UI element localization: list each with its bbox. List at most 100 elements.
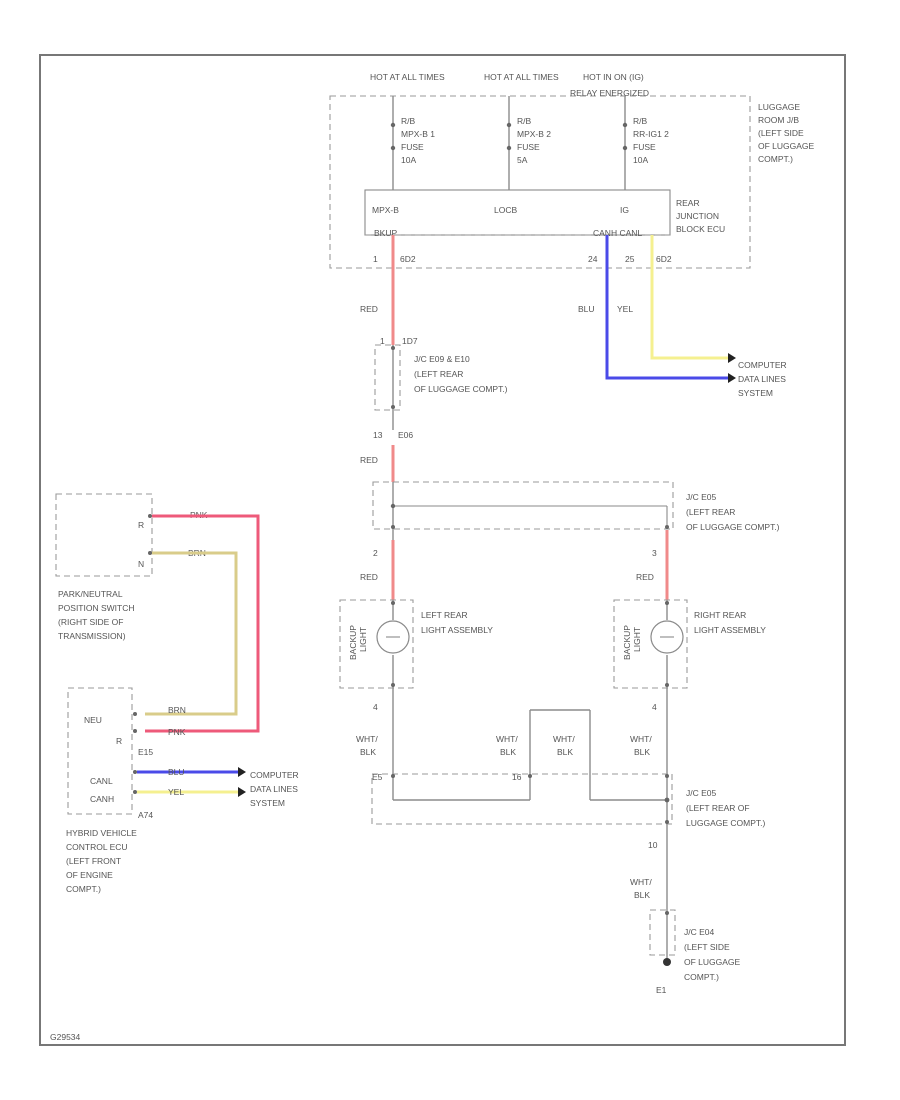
wire-blu-label: BLU: [578, 304, 595, 314]
blk-label-4: BLK: [634, 747, 650, 757]
computer-data-lines-2a: COMPUTER: [250, 770, 299, 780]
jc4-label-b: (LEFT SIDE: [684, 942, 730, 952]
right-light-pin-bottom: [665, 683, 669, 687]
jc-e04-box: [649, 909, 676, 956]
ecu-terminal-can: CANH CANL: [593, 228, 642, 238]
fuse1-label-a: R/B: [401, 116, 416, 126]
left-light-pin-bottom: [391, 683, 395, 687]
blk-label-5: BLK: [634, 890, 650, 900]
blk-label-1: BLK: [360, 747, 376, 757]
left-rear-light-assembly: BACKUP LIGHT LEFT REAR LIGHT ASSEMBLY: [339, 599, 493, 690]
ecu-terminal-locb: LOCB: [494, 205, 517, 215]
backup-feed-circuit: RED 1 1D7 J/C E09 & E10 (LEFT REAR OF LU…: [360, 235, 508, 482]
jc1-top-pin: [391, 346, 395, 350]
jc-e09-e10-box: [374, 344, 401, 411]
fuse3-label-d: 10A: [633, 155, 648, 165]
jc4-label-a: J/C E04: [684, 927, 715, 937]
jb-dashed-box: [329, 95, 751, 269]
jc2-label-a: J/C E05: [686, 492, 717, 502]
computer-data-lines-1c: SYSTEM: [738, 388, 773, 398]
ecu-terminal-ig: IG: [620, 205, 629, 215]
fuse2-label-a: R/B: [517, 116, 532, 126]
jc3-pin-right: [665, 774, 669, 778]
fuse2-label-c: FUSE: [517, 142, 540, 152]
left-bulb-label-2: LIGHT: [358, 627, 368, 652]
pin-16: 16: [512, 772, 522, 782]
pns-label-4: TRANSMISSION): [58, 631, 126, 641]
hv-label-2: CONTROL ECU: [66, 842, 128, 852]
jc3-label-a: J/C E05: [686, 788, 717, 798]
jc-e05-lower-box: [371, 773, 673, 825]
hot-label-3: HOT IN ON (IG): [583, 72, 644, 82]
hv-connector-e15: E15: [138, 747, 153, 757]
can-lines-upper: BLU YEL COMPUTER DATA LINES SYSTEM: [578, 235, 787, 398]
hv-label-1: HYBRID VEHICLE: [66, 828, 137, 838]
right-light-label-1: RIGHT REAR: [694, 610, 746, 620]
fuse3-label-b: RR-IG1 2: [633, 129, 669, 139]
hv-label-3: (LEFT FRONT: [66, 856, 121, 866]
right-bulb-label-2: LIGHT: [632, 627, 642, 652]
pns-pin-r: [148, 514, 152, 518]
wire-red-3-label: RED: [360, 572, 378, 582]
pin-label-24: 24: [588, 254, 598, 264]
hot-label-3b: RELAY ENERGIZED: [570, 88, 649, 98]
pin-2: 2: [373, 548, 378, 558]
pin-label-25: 25: [625, 254, 635, 264]
hv-pin-canl: [133, 770, 137, 774]
hv-ecu-box: [67, 687, 133, 815]
hv-terminal-canl: CANL: [90, 776, 113, 786]
wire-blu-upper: [605, 235, 728, 380]
ecu-terminal-bkup: BKUP: [374, 228, 397, 238]
hv-wire-blu-label: BLU: [168, 767, 185, 777]
jb-label-4: OF LUGGAGE: [758, 141, 815, 151]
fuse1-label-d: 10A: [401, 155, 416, 165]
wire-brn: [145, 551, 238, 716]
jc3-pin-mid: [528, 774, 532, 778]
ground-circuit: 4 4 WHT/ BLK WHT/ BLK WHT/ BLK WHT/ BLK …: [356, 690, 766, 995]
jc3-splice: [664, 797, 670, 803]
pin-4-left: 4: [373, 702, 378, 712]
hybrid-vehicle-control-ecu: NEU R E15 CANL CANH A74 BRN PNK BLU YEL …: [66, 687, 299, 894]
wire-yel-label: YEL: [617, 304, 633, 314]
wire-yel-upper: [650, 235, 728, 360]
jc2-pin-right: [665, 525, 669, 529]
figure-id: G29534: [50, 1032, 81, 1042]
jc1-bottom-pin: [391, 405, 395, 409]
right-light-pin-top: [665, 601, 669, 605]
jc3-pin-left: [391, 774, 395, 778]
pns-label-1: PARK/NEUTRAL: [58, 589, 123, 599]
hv-pin-neu: [133, 712, 137, 716]
pns-label-3: (RIGHT SIDE OF: [58, 617, 124, 627]
hv-pin-r: [133, 729, 137, 733]
jc-e05-upper-box: [372, 481, 674, 530]
computer-data-lines-2b: DATA LINES: [250, 784, 298, 794]
pin-e5: E5: [372, 772, 383, 782]
hv-label-5: COMPT.): [66, 884, 101, 894]
computer-data-lines-1a: COMPUTER: [738, 360, 787, 370]
pns-pin-r-label: R: [138, 520, 144, 530]
ecu-terminal-mpxb: MPX-B: [372, 205, 399, 215]
pns-box: [55, 493, 153, 577]
fuse3-label-c: FUSE: [633, 142, 656, 152]
arrow-right-icon-blu: [728, 373, 736, 383]
blk-label-3: BLK: [557, 747, 573, 757]
ground-point-icon: [663, 958, 671, 966]
jc3-pin-bottom: [665, 820, 669, 824]
jc4-label-c: OF LUGGAGE: [684, 957, 741, 967]
hv-terminal-r: R: [116, 736, 122, 746]
jc2-splice: [390, 503, 396, 509]
hv-terminal-canh: CANH: [90, 794, 114, 804]
wire-pnk: [145, 514, 260, 733]
jb-label-3: (LEFT SIDE: [758, 128, 804, 138]
jc1-label-a: J/C E09 & E10: [414, 354, 470, 364]
computer-data-lines-2c: SYSTEM: [250, 798, 285, 808]
wht-label-3: WHT/: [553, 734, 575, 744]
fuse1-bottom-terminal: [390, 145, 396, 151]
fuse2-label-d: 5A: [517, 155, 528, 165]
hv-pin-canh: [133, 790, 137, 794]
right-rear-light-assembly: BACKUP LIGHT RIGHT REAR LIGHT ASSEMBLY: [613, 599, 766, 690]
hv-wire-brn-label: BRN: [168, 705, 186, 715]
pns-label-2: POSITION SWITCH: [58, 603, 135, 613]
hv-terminal-neu: NEU: [84, 715, 102, 725]
